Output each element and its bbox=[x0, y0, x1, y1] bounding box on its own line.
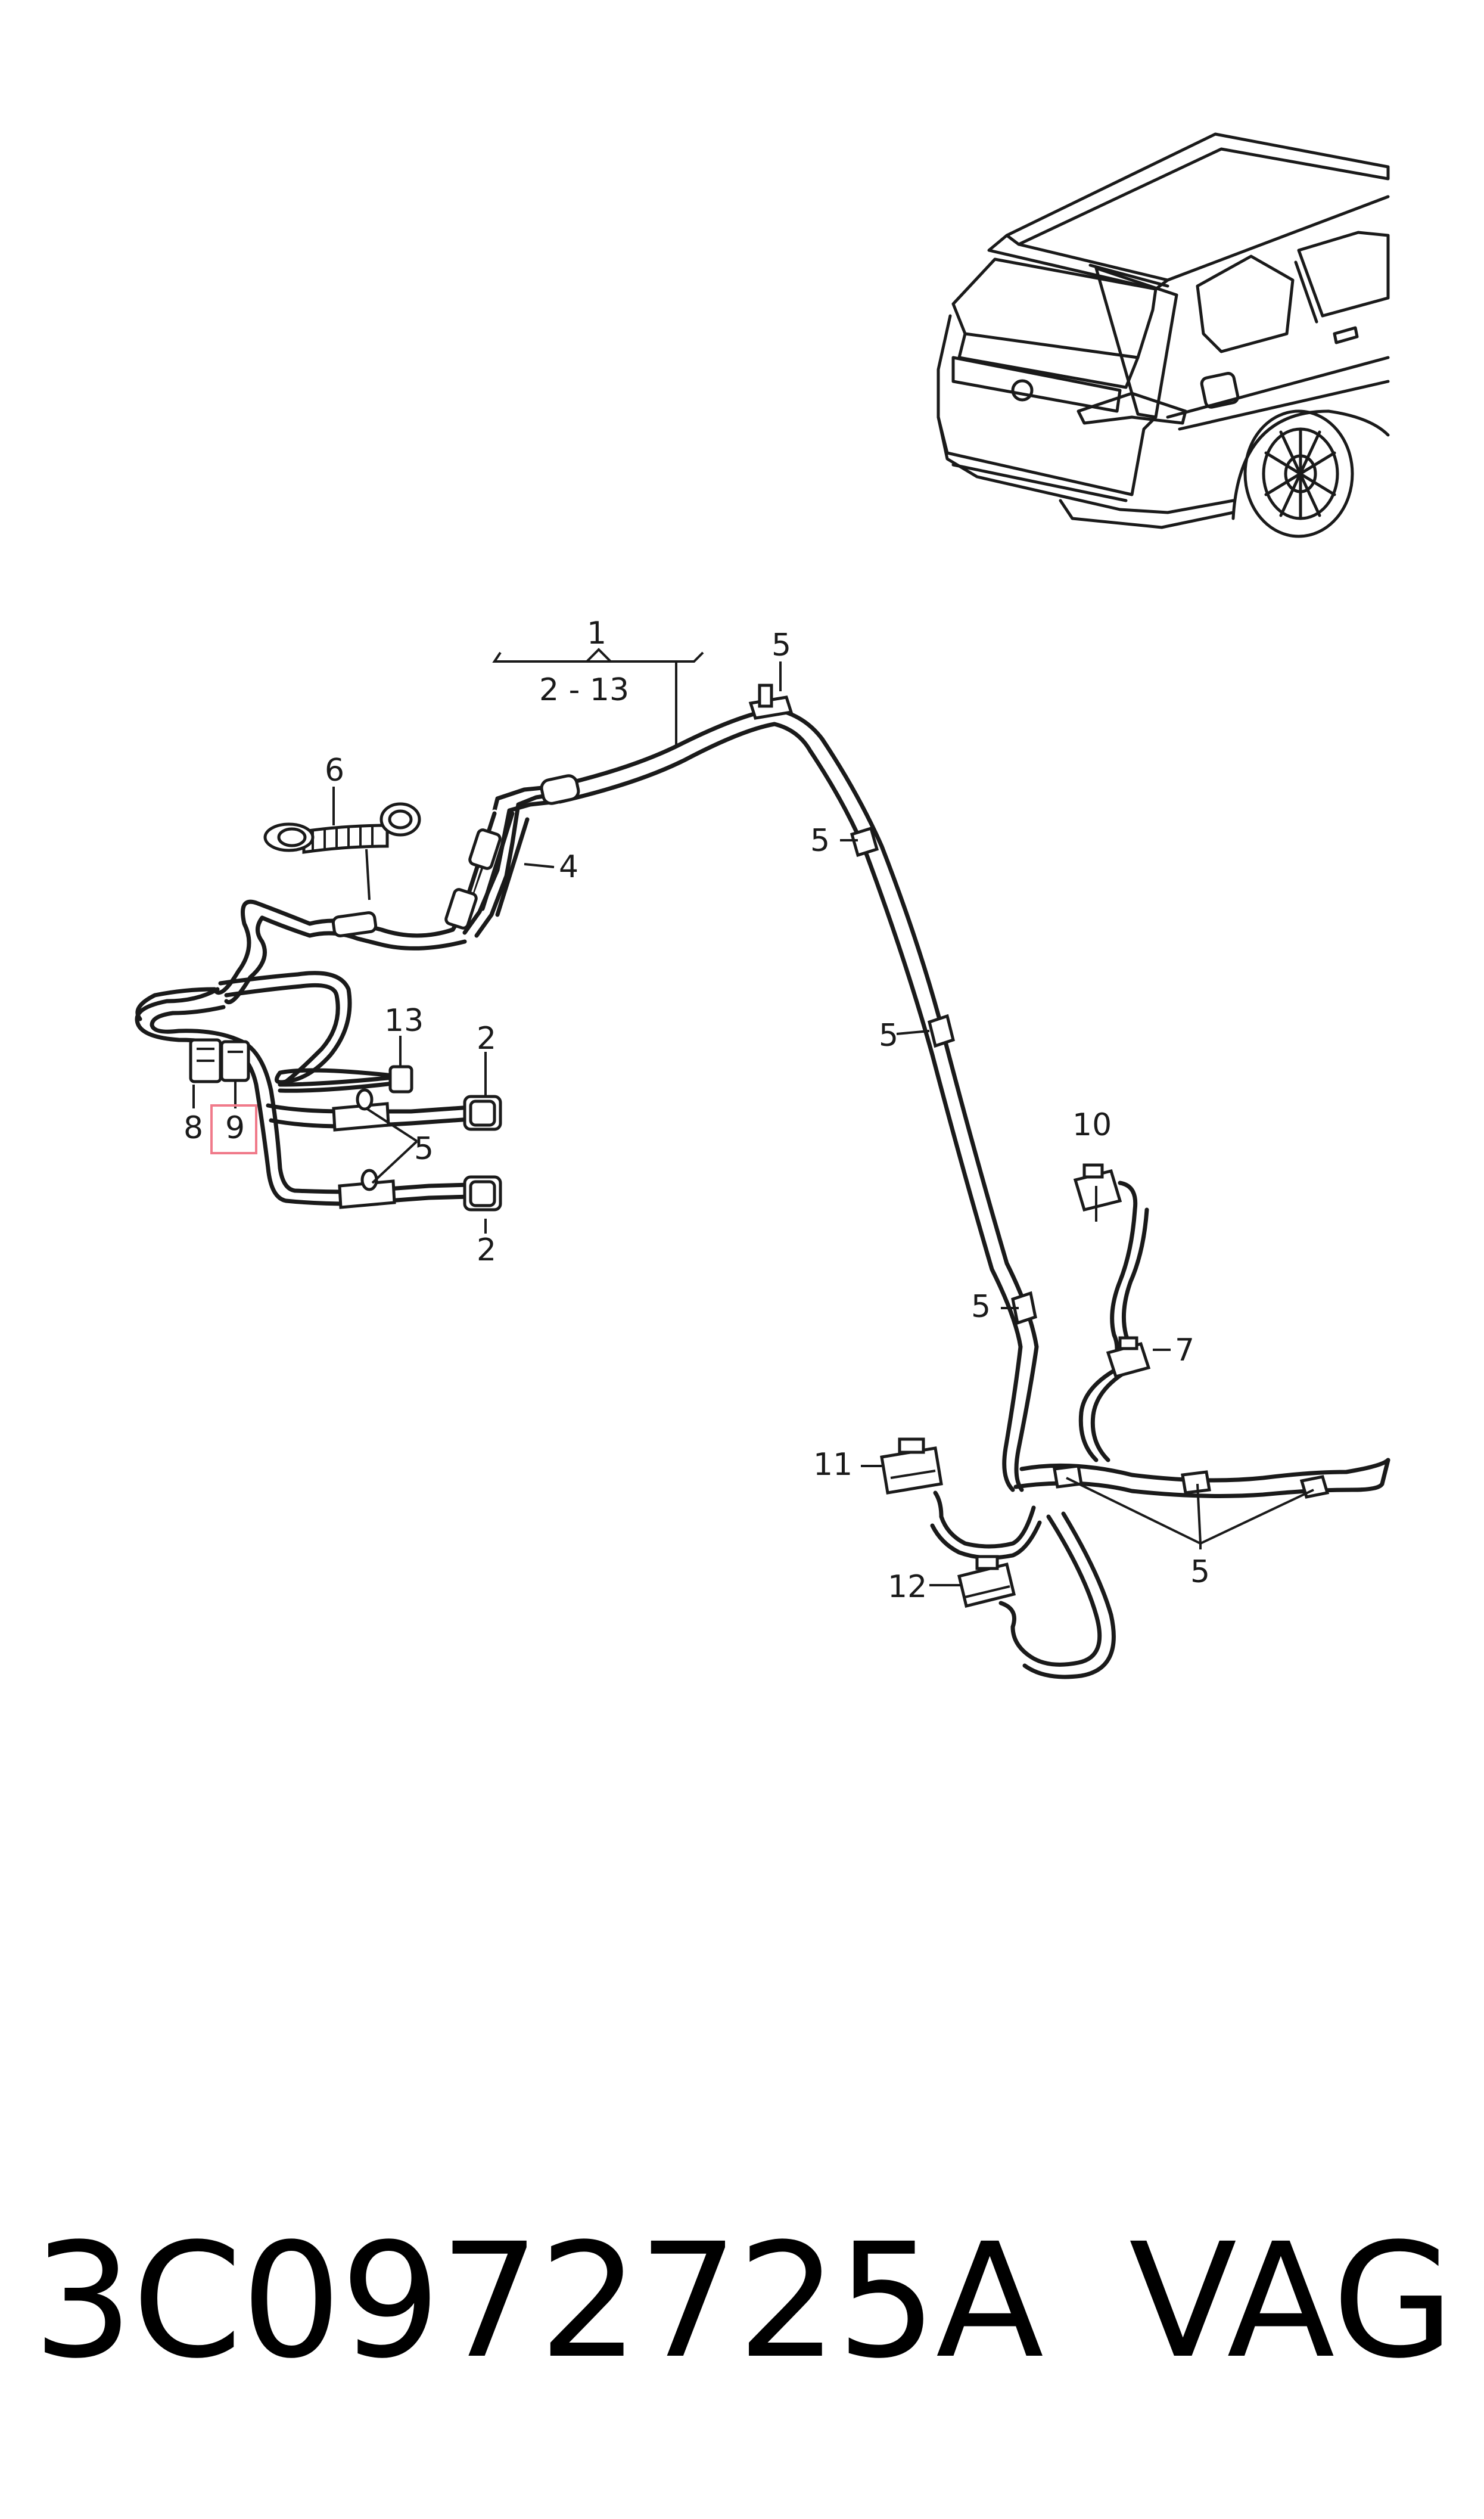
part-number: 3C0972725A bbox=[33, 2210, 1044, 2393]
callout-12: 12 bbox=[888, 1569, 927, 1605]
callout-4: 4 bbox=[559, 849, 578, 885]
highlight-box bbox=[210, 1104, 257, 1154]
callout-8: 8 bbox=[183, 1110, 203, 1146]
callout-1-range: 2 - 13 bbox=[539, 672, 629, 708]
leader-lines bbox=[192, 648, 1314, 1586]
callout-labels: 1 2 - 13 5 6 4 5 5 13 2 8 9 5 2 10 5 7 1… bbox=[183, 616, 1210, 1605]
callout-5-c: 5 bbox=[971, 1289, 991, 1325]
callout-2-lower: 2 bbox=[477, 1232, 496, 1268]
grommet-part-6 bbox=[263, 802, 421, 937]
callout-2-upper: 2 bbox=[477, 1021, 496, 1057]
callout-7: 7 bbox=[1175, 1333, 1194, 1368]
callout-5-b: 5 bbox=[879, 1018, 898, 1054]
callout-5-bottom: 5 bbox=[1190, 1554, 1210, 1590]
callout-11: 11 bbox=[813, 1447, 853, 1483]
callout-6: 6 bbox=[325, 753, 344, 788]
vehicle-rear-illustration bbox=[937, 132, 1390, 538]
callout-5-left: 5 bbox=[414, 1131, 434, 1167]
brand-name: VAG bbox=[1129, 2210, 1455, 2393]
wire-bundle-part-4 bbox=[444, 774, 580, 930]
callout-1: 1 bbox=[587, 616, 606, 651]
callout-13: 13 bbox=[384, 1003, 424, 1039]
clip-parts-5 bbox=[332, 684, 1330, 1499]
callout-9: 9 bbox=[225, 1110, 245, 1146]
callout-5-top: 5 bbox=[771, 628, 791, 663]
callout-5-a: 5 bbox=[810, 823, 830, 859]
callout-10: 10 bbox=[1072, 1107, 1112, 1143]
